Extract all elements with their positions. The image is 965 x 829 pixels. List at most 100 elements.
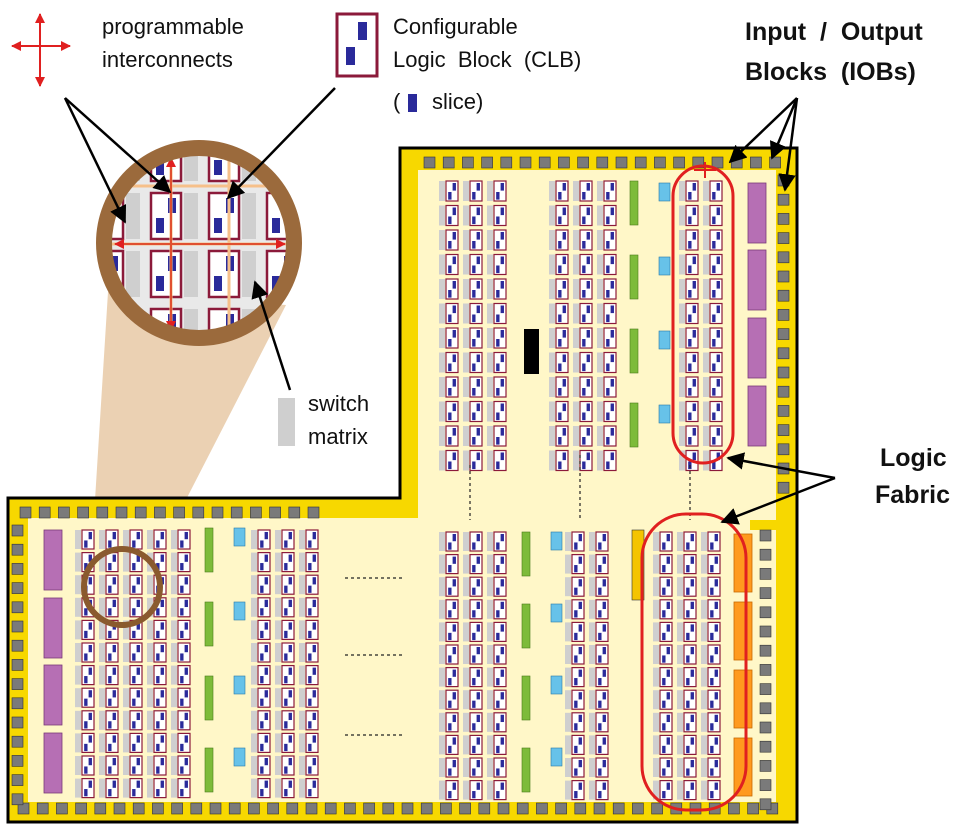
io-pad (286, 802, 299, 815)
switch-matrix (679, 450, 685, 471)
switch-matrix (487, 690, 493, 710)
slice (308, 743, 312, 752)
slice (132, 766, 136, 774)
switch-matrix (677, 599, 683, 619)
clb (105, 574, 119, 595)
slice (472, 437, 476, 445)
switch-matrix (597, 254, 603, 275)
switch-matrix (439, 645, 445, 664)
clb (153, 687, 167, 708)
slice (716, 207, 720, 216)
switch-matrix (487, 181, 493, 201)
clb (685, 327, 699, 349)
io-pad (56, 802, 68, 815)
slice-magnified (214, 160, 222, 175)
slice (448, 412, 452, 421)
slice (288, 712, 292, 721)
slice (710, 655, 714, 663)
slice (666, 534, 670, 542)
clb (493, 734, 507, 756)
cyan-block (550, 747, 563, 767)
io-pad (171, 802, 183, 815)
clb (603, 229, 617, 251)
slice (574, 723, 578, 731)
slice (284, 608, 288, 616)
slice (714, 624, 718, 632)
switch-matrix (677, 554, 683, 574)
special-blocks (204, 180, 671, 793)
slice (712, 290, 716, 298)
switch-matrix (171, 643, 177, 662)
slice (136, 712, 140, 721)
slice (496, 437, 500, 445)
clb (683, 599, 697, 620)
switch-matrix (171, 530, 177, 549)
slice (472, 216, 476, 225)
slice (160, 645, 164, 653)
slice (156, 608, 160, 616)
io-pad (593, 802, 606, 815)
clb (305, 755, 319, 776)
clb (281, 710, 295, 731)
slice (108, 630, 112, 639)
logic-fabric-highlight-top (671, 164, 735, 465)
slice-magnified (156, 218, 164, 233)
io-pad (19, 506, 32, 519)
switch-matrix (487, 279, 493, 299)
switch-matrix (573, 205, 579, 226)
clb (555, 425, 569, 447)
slice (690, 556, 694, 564)
slice (476, 183, 480, 191)
clb (685, 204, 699, 227)
slice (710, 678, 714, 686)
slice (686, 587, 690, 595)
switch-matrix (487, 667, 493, 687)
clb (579, 278, 593, 300)
switch-matrix-magnified (126, 251, 140, 297)
clb (305, 574, 319, 595)
switch-matrix (573, 328, 579, 348)
slice (88, 667, 92, 675)
clb (709, 204, 723, 227)
clb (105, 551, 119, 573)
switch-matrix (99, 530, 105, 549)
slice (662, 610, 666, 618)
switch-matrix (463, 667, 469, 687)
io-pad (288, 506, 301, 519)
slice (714, 556, 718, 564)
clb (469, 449, 483, 472)
slice (308, 789, 312, 797)
slice (606, 461, 610, 470)
slice (452, 534, 456, 542)
slice (710, 745, 714, 754)
clb (595, 644, 609, 665)
switch-matrix (679, 328, 685, 348)
slice (184, 712, 188, 721)
slice-magnified (272, 218, 280, 233)
clb (81, 642, 95, 663)
io-pad (11, 716, 24, 729)
switch-matrix (463, 279, 469, 299)
purple-block (43, 732, 63, 794)
slice (448, 587, 452, 595)
switch-matrix (573, 230, 579, 250)
switch-matrix (251, 597, 257, 617)
clb (595, 576, 609, 597)
slice (472, 339, 476, 347)
switch-matrix (653, 577, 659, 597)
switch-matrix (99, 597, 105, 617)
slice (112, 599, 116, 608)
switch-matrix (653, 712, 659, 732)
slice (558, 437, 562, 445)
interconnect-legend-icon (11, 12, 71, 87)
slice (260, 608, 264, 616)
slice (602, 579, 606, 587)
clb (595, 621, 609, 643)
clb (555, 180, 569, 202)
slice (496, 314, 500, 323)
slice (476, 669, 480, 677)
slice (686, 723, 690, 731)
slice (260, 585, 264, 593)
switch-matrix (677, 622, 683, 642)
switch-matrix (565, 758, 571, 777)
